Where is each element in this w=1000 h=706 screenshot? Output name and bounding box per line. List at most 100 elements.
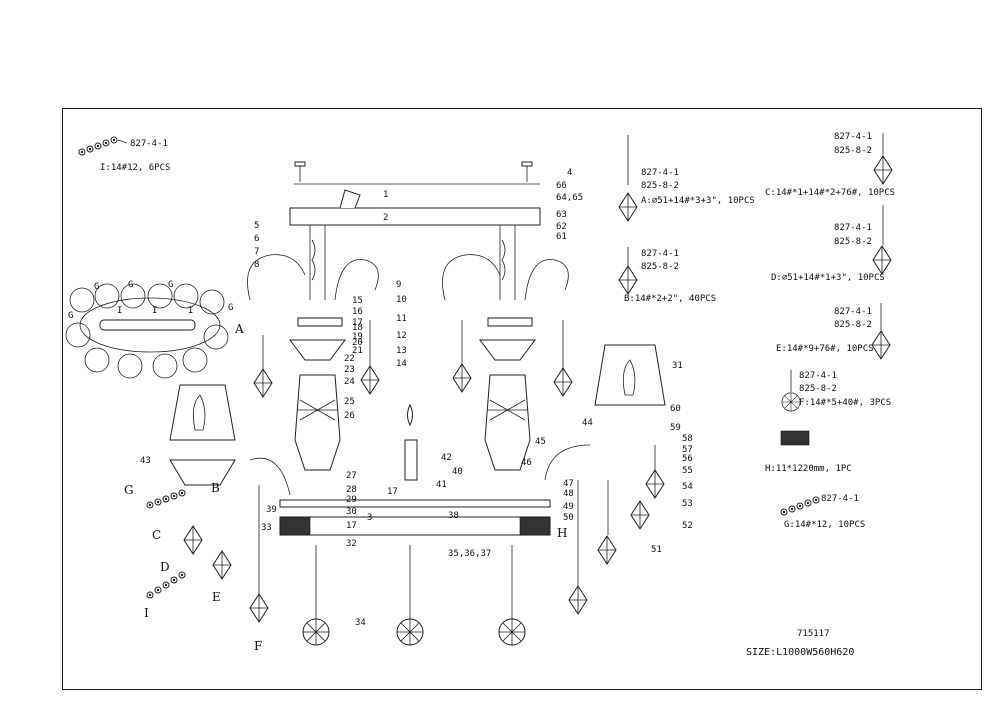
callout: 25 — [344, 397, 355, 407]
callout: 39 — [266, 505, 277, 515]
callout: 13 — [396, 346, 407, 356]
legend-h-spec: H:11*1220mm, 1PC — [765, 464, 852, 474]
legend-e-spec: E:14#*9+76#, 10PCS — [776, 344, 874, 354]
callout: 32 — [346, 539, 357, 549]
legend-d: 827-4-1 825-8-2 D:⌀51+14#*1+3", 10PCS — [771, 205, 892, 283]
callout: 28 — [346, 485, 357, 495]
legend-g: 827-4-1 G:14#*12, 10PCS — [780, 494, 865, 530]
letter-d: D — [160, 560, 170, 574]
legend-a-code2: 825-8-2 — [641, 181, 679, 191]
callout: 57 — [682, 445, 693, 455]
letter-e: E — [212, 590, 221, 604]
callout: 26 — [344, 411, 355, 421]
legend-e-code2: 825-8-2 — [834, 320, 872, 330]
callout: 17 — [387, 487, 398, 497]
callout: 35,36,37 — [448, 549, 491, 559]
callout: 44 — [582, 418, 593, 428]
assembly-letters: B G C D E F I H — [124, 481, 567, 653]
legend-a-code1: 827-4-1 — [641, 168, 679, 178]
legend-f-code2: 825-8-2 — [799, 384, 837, 394]
model-number: 715117 — [797, 629, 830, 639]
legend-b: 827-4-1 825-8-2 B:14#*2+2", 40PCS — [618, 247, 716, 304]
callout: 2 — [383, 213, 388, 223]
legend-f: 827-4-1 825-8-2 F:14#*5+40#, 3PCS — [781, 370, 891, 412]
legend-d-code1: 827-4-1 — [834, 223, 872, 233]
callout: 50 — [563, 513, 574, 523]
letter-f: F — [254, 639, 262, 653]
callout: 10 — [396, 295, 407, 305]
legend-d-code2: 825-8-2 — [834, 237, 872, 247]
legend-g-code: 827-4-1 — [821, 494, 859, 504]
legend-a: 827-4-1 825-8-2 A:⌀51+14#*3+3", 10PCS — [618, 135, 755, 222]
callout: 58 — [682, 434, 693, 444]
legend-b-code2: 825-8-2 — [641, 262, 679, 272]
callout: 53 — [682, 499, 693, 509]
legend-h: H:11*1220mm, 1PC — [765, 430, 852, 474]
legend-e-code1: 827-4-1 — [834, 307, 872, 317]
top-view-layout: G G G G G I I I A — [65, 280, 244, 379]
callout: 4 — [567, 168, 572, 178]
callout: 61 — [556, 232, 567, 242]
legend-i-code: 827-4-1 — [130, 139, 168, 149]
legend-f-code1: 827-4-1 — [799, 371, 837, 381]
callout: 62 — [556, 222, 567, 232]
callout: 30 — [346, 507, 357, 517]
letter-i: I — [144, 606, 149, 620]
legend-b-code1: 827-4-1 — [641, 249, 679, 259]
letter-b: B — [211, 481, 220, 495]
callout: 33 — [261, 523, 272, 533]
legend-b-spec: B:14#*2+2", 40PCS — [624, 294, 716, 304]
legend-i: 827-4-1 I:14#12, 6PCS — [78, 136, 170, 173]
callout: 31 — [672, 361, 683, 371]
callout: 19 — [352, 332, 363, 342]
legend-e: 827-4-1 825-8-2 E:14#*9+76#, 10PCS — [776, 303, 891, 360]
callout: 52 — [682, 521, 693, 531]
callout: 11 — [396, 314, 407, 324]
callout: 22 — [344, 354, 355, 364]
callout: 15 — [352, 296, 363, 306]
chandelier-elevation — [146, 161, 666, 646]
callout: 49 — [563, 502, 574, 512]
top-view-i-label: I — [117, 306, 122, 316]
top-view-g-label: G — [128, 280, 133, 290]
callout: 42 — [441, 453, 452, 463]
top-view-i-label: I — [188, 306, 193, 316]
size-label: SIZE:L1000W560H620 — [746, 647, 854, 658]
callout: 29 — [346, 495, 357, 505]
top-view-i-label: I — [152, 306, 157, 316]
callout: 6 — [254, 234, 259, 244]
callout: 46 — [521, 458, 532, 468]
callout: 64,65 — [556, 193, 583, 203]
callout: 47 — [563, 479, 574, 489]
callout: 38 — [448, 511, 459, 521]
callout: 59 — [670, 423, 681, 433]
legend-d-spec: D:⌀51+14#*1+3", 10PCS — [771, 273, 885, 283]
callout: 41 — [436, 480, 447, 490]
callout: 23 — [344, 365, 355, 375]
callout: 24 — [344, 377, 355, 387]
callout: 56 — [682, 454, 693, 464]
callout: 3 — [367, 513, 372, 523]
top-view-g-label: G — [94, 282, 99, 292]
callout: 1 — [383, 190, 388, 200]
callout: 17 — [352, 318, 363, 328]
callout: 40 — [452, 467, 463, 477]
callout: 21 — [352, 346, 363, 356]
callout: 17 — [346, 521, 357, 531]
callout: 51 — [651, 545, 662, 555]
legend-a-spec: A:⌀51+14#*3+3", 10PCS — [641, 196, 755, 206]
callout: 18 — [352, 323, 363, 333]
callout: 20 — [352, 338, 363, 348]
top-view-g-label: G — [68, 311, 73, 321]
callout: 63 — [556, 210, 567, 220]
top-view-a-label: A — [234, 322, 244, 336]
callout: 12 — [396, 331, 407, 341]
legend-i-spec: I:14#12, 6PCS — [100, 163, 170, 173]
top-view-g-label: G — [228, 303, 233, 313]
top-view-g-label: G — [168, 280, 173, 290]
callout: 48 — [563, 489, 574, 499]
legend-c-spec: C:14#*1+14#*2+76#, 10PCS — [765, 188, 895, 198]
callout: 14 — [396, 359, 407, 369]
drawing-frame — [62, 108, 982, 690]
callout: 27 — [346, 471, 357, 481]
